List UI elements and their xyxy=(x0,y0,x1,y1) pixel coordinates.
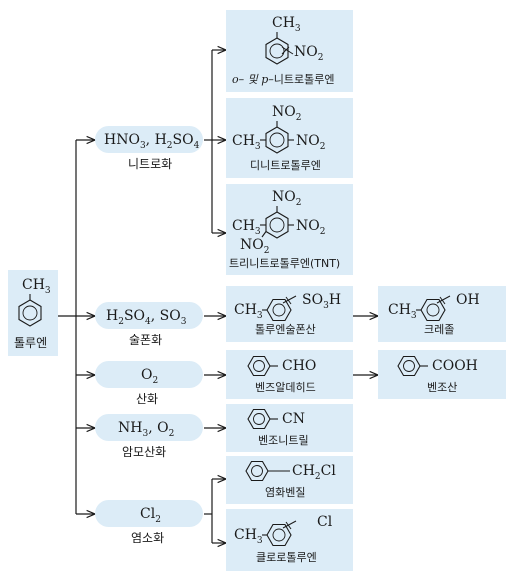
dnt-no2-top: NO2 xyxy=(272,104,302,123)
benzoic-acid-cooh: COOH xyxy=(432,358,478,374)
benzyl-chloride-name: 염화벤질 xyxy=(265,486,306,499)
cresol-name: 크레졸 xyxy=(424,323,455,336)
tsa-ch3: CH3 xyxy=(234,302,263,321)
product-box-nitrotoluene xyxy=(226,10,353,92)
product-box-benzoic-acid xyxy=(378,350,506,399)
reagent-oxidation: O2 xyxy=(141,367,159,386)
product-box-dinitrotoluene xyxy=(226,98,353,178)
tnt-ring xyxy=(260,206,294,239)
nitrotoluene-ring xyxy=(265,32,294,65)
tnt-no2-bottom: NO2 xyxy=(240,237,270,256)
dnt-no2-right: NO2 xyxy=(296,133,326,152)
chlorotoluene-ring xyxy=(262,520,297,547)
type-oxidation: 산화 xyxy=(136,392,159,406)
dnt-ch3: CH3 xyxy=(232,133,261,152)
chlorotoluene-name: 클로로톨루엔 xyxy=(256,551,317,564)
toluene-name: 톨루엔 xyxy=(14,336,48,350)
product-box-toluenesulfonic xyxy=(226,286,353,342)
cresol-ring xyxy=(416,295,451,322)
reagent-pill-nitration xyxy=(95,126,203,153)
benzyl-chloride-ch2cl: CH2Cl xyxy=(292,463,336,482)
reagent-pill-sulfonation xyxy=(95,302,203,329)
nitrotoluene-no2: NO2 xyxy=(294,44,324,63)
benzaldehyde-name: 벤즈알데히드 xyxy=(255,381,316,394)
benzyl-chloride-ring xyxy=(245,460,290,482)
benzaldehyde-cho: CHO xyxy=(282,358,317,374)
toluene-ch3: CH3 xyxy=(22,277,51,296)
type-sulfonation: 술폰화 xyxy=(129,333,163,347)
benzaldehyde-ring xyxy=(247,355,278,377)
reagent-pill-ammoxidation xyxy=(95,414,203,441)
nitrotoluene-ch3: CH3 xyxy=(272,15,301,34)
product-box-benzyl-chloride xyxy=(226,456,353,504)
reagent-chlorination: Cl2 xyxy=(140,506,161,525)
benzonitrile-cn: CN xyxy=(282,411,305,427)
product-box-chlorotoluene xyxy=(226,509,353,571)
cresol-ch3: CH3 xyxy=(388,302,417,321)
type-ammoxidation: 암모산화 xyxy=(122,445,167,459)
reagent-pill-chlorination xyxy=(95,500,203,527)
chlorotoluene-ch3: CH3 xyxy=(234,527,263,546)
reagent-nitration: HNO3, H2SO4 xyxy=(104,132,200,151)
tsa-name: 톨루엔술폰산 xyxy=(255,323,316,336)
cresol-oh: OH xyxy=(456,292,480,308)
tsa-so3h: SO3H xyxy=(302,292,342,311)
reagent-ammoxidation: NH3, O2 xyxy=(118,420,175,439)
reagent-pill-oxidation xyxy=(95,361,203,388)
chlorotoluene-cl: Cl xyxy=(317,514,333,530)
toluene-ring xyxy=(18,294,42,327)
dnt-ring xyxy=(260,121,294,154)
product-box-benzaldehyde xyxy=(226,350,353,399)
toluene-box xyxy=(8,270,58,356)
reagent-sulfonation: H2SO4, SO3 xyxy=(106,308,187,327)
product-box-cresol xyxy=(378,286,506,342)
tnt-no2-top: NO2 xyxy=(272,189,302,208)
tnt-no2-right: NO2 xyxy=(296,218,326,237)
nitrotoluene-name: o– 및 p–니트로톨루엔 xyxy=(232,73,335,86)
tsa-ring xyxy=(262,295,297,322)
tnt-name: 트리니트로톨루엔(TNT) xyxy=(229,257,341,270)
benzonitrile-ring xyxy=(247,408,278,430)
tnt-ch3: CH3 xyxy=(232,218,261,237)
benzoic-acid-name: 벤조산 xyxy=(427,381,458,394)
benzoic-acid-ring xyxy=(397,355,428,377)
type-nitration: 니트로화 xyxy=(128,157,173,171)
benzonitrile-name: 벤조니트릴 xyxy=(258,434,309,447)
type-chlorination: 염소화 xyxy=(131,531,165,545)
product-box-benzonitrile xyxy=(226,404,353,452)
product-box-tnt xyxy=(226,184,353,275)
dnt-name: 디니트로톨루엔 xyxy=(250,159,321,172)
